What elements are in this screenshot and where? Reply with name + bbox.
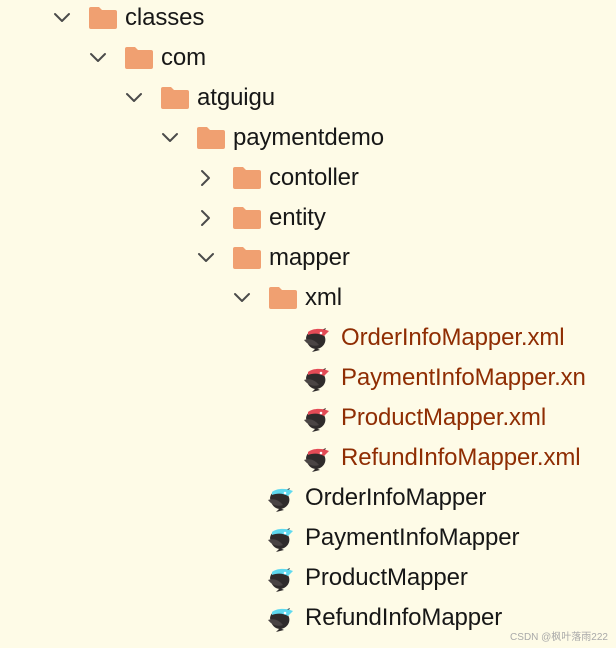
folder-icon (160, 86, 190, 110)
chevron-right-icon[interactable] (192, 204, 220, 232)
tree-row-refundinfomapper-xml[interactable]: RefundInfoMapper.xml (0, 438, 616, 478)
tree-item-label: entity (269, 204, 326, 231)
tree-item-label: contoller (269, 164, 359, 191)
tree-row-xml[interactable]: xml (0, 278, 616, 318)
tree-row-com[interactable]: com (0, 38, 616, 78)
mybatis-xml-icon (302, 443, 332, 473)
tree-row-contoller[interactable]: contoller (0, 158, 616, 198)
chevron-right-icon[interactable] (192, 164, 220, 192)
folder-icon (196, 126, 226, 150)
tree-row-orderinfomapper[interactable]: OrderInfoMapper (0, 478, 616, 518)
tree-item-label: ProductMapper (305, 564, 468, 591)
tree-item-label: classes (125, 4, 205, 31)
tree-row-orderinfomapper-xml[interactable]: OrderInfoMapper.xml (0, 318, 616, 358)
tree-row-paymentinfomapper-xn[interactable]: PaymentInfoMapper.xn (0, 358, 616, 398)
tree-item-label: OrderInfoMapper.xml (341, 324, 565, 351)
tree-item-label: RefundInfoMapper (305, 604, 503, 631)
tree-row-productmapper[interactable]: ProductMapper (0, 558, 616, 598)
csdn-watermark: CSDN @枫叶落雨222 (510, 632, 608, 643)
folder-icon (124, 46, 154, 70)
tree-row-atguigu[interactable]: atguigu (0, 78, 616, 118)
tree-item-label: RefundInfoMapper.xml (341, 444, 581, 471)
tree-row-classes[interactable]: classes (0, 0, 616, 38)
chevron-down-icon[interactable] (192, 244, 220, 272)
tree-row-entity[interactable]: entity (0, 198, 616, 238)
folder-icon (88, 6, 118, 30)
chevron-down-icon[interactable] (156, 124, 184, 152)
mybatis-xml-icon (302, 363, 332, 393)
tree-row-paymentinfomapper[interactable]: PaymentInfoMapper (0, 518, 616, 558)
chevron-down-icon[interactable] (48, 4, 76, 32)
chevron-down-icon[interactable] (228, 284, 256, 312)
folder-icon (232, 206, 262, 230)
tree-item-label: OrderInfoMapper (305, 484, 487, 511)
tree-item-label: xml (305, 284, 343, 311)
chevron-down-icon[interactable] (120, 84, 148, 112)
tree-item-label: ProductMapper.xml (341, 404, 547, 431)
mybatis-mapper-icon (266, 523, 296, 553)
folder-icon (232, 246, 262, 270)
tree-row-mapper[interactable]: mapper (0, 238, 616, 278)
tree-item-label: PaymentInfoMapper (305, 524, 520, 551)
tree-item-label: paymentdemo (233, 124, 384, 151)
mybatis-xml-icon (302, 403, 332, 433)
mybatis-xml-icon (302, 323, 332, 353)
mybatis-mapper-icon (266, 563, 296, 593)
mybatis-mapper-icon (266, 483, 296, 513)
folder-icon (232, 166, 262, 190)
tree-row-refundinfomapper[interactable]: RefundInfoMapper (0, 598, 616, 638)
tree-item-label: atguigu (197, 84, 276, 111)
tree-row-productmapper-xml[interactable]: ProductMapper.xml (0, 398, 616, 438)
tree-item-label: com (161, 44, 207, 71)
tree-row-paymentdemo[interactable]: paymentdemo (0, 118, 616, 158)
tree-item-label: mapper (269, 244, 350, 271)
tree-item-label: PaymentInfoMapper.xn (341, 364, 586, 391)
mybatis-mapper-icon (266, 603, 296, 633)
chevron-down-icon[interactable] (84, 44, 112, 72)
folder-icon (268, 286, 298, 310)
